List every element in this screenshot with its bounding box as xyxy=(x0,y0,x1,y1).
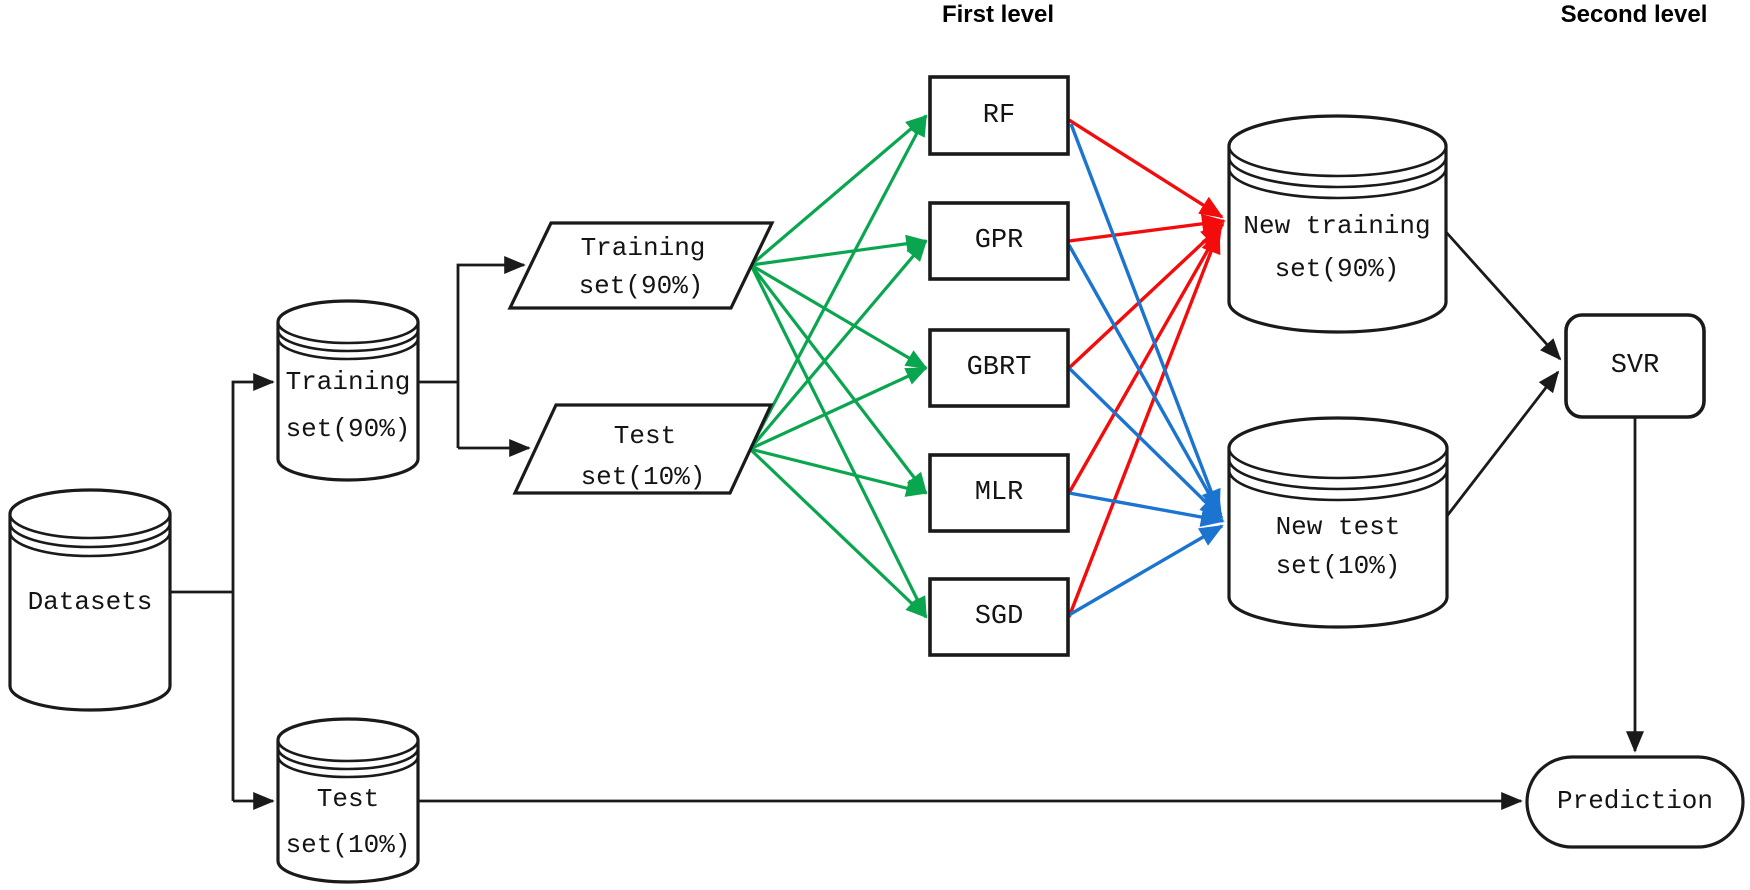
arrow-sgd-to-new-test xyxy=(1068,524,1224,617)
node-training-parallelogram: Training set(90%) xyxy=(507,221,775,310)
blue-arrows-to-new-test xyxy=(1067,123,1225,617)
training-cylinder-label-line2: set(90%) xyxy=(286,414,411,444)
arrow-testsplit-to-sgd xyxy=(748,447,928,619)
prediction-pill xyxy=(1525,755,1745,849)
green-arrows-test-split xyxy=(748,114,928,619)
mlr-label: MLR xyxy=(975,478,1024,508)
mlr-box xyxy=(928,453,1070,533)
test-parallelogram-label-line2: set(10%) xyxy=(581,462,706,492)
arrow-trainsplit-to-gbrt xyxy=(750,263,928,370)
new-test-label-line2: set(10%) xyxy=(1276,551,1401,581)
gbrt-label: GBRT xyxy=(967,353,1032,383)
rf-box xyxy=(928,75,1070,156)
node-model-sgd: SGD xyxy=(928,577,1070,657)
node-model-mlr: MLR xyxy=(928,453,1070,533)
node-model-rf: RF xyxy=(928,75,1070,156)
training-parallelogram-shape xyxy=(507,221,775,310)
arrow-to-training-parallelogram xyxy=(456,256,526,448)
node-svr: SVR xyxy=(1564,313,1706,419)
training-parallelogram-label-line1: Training xyxy=(581,233,706,263)
datasets-label: Datasets xyxy=(28,587,153,617)
red-arrows-to-new-training xyxy=(1067,118,1226,618)
gpr-label: GPR xyxy=(975,226,1024,256)
node-test-cylinder: Test set(10%) xyxy=(276,717,420,884)
new-training-cylinder-top xyxy=(1227,114,1448,178)
new-test-label-line1: New test xyxy=(1276,512,1401,542)
node-new-test-cylinder: New test set(10%) xyxy=(1227,416,1449,629)
training-cylinder-top xyxy=(276,299,420,345)
arrow-sgd-to-new-training xyxy=(1067,229,1221,618)
new-training-label-line1: New training xyxy=(1243,211,1430,241)
arrow-datasets-to-training-cylinder xyxy=(231,373,275,801)
arrow-new-test-to-svr xyxy=(1445,370,1560,517)
new-training-label-line2: set(90%) xyxy=(1275,254,1400,284)
arrow-testsplit-to-mlr xyxy=(749,447,928,497)
black-connectors xyxy=(170,231,1644,810)
prediction-label: Prediction xyxy=(1557,786,1713,816)
new-test-cylinder-top xyxy=(1227,416,1449,480)
arrow-gpr-to-new-training xyxy=(1068,213,1226,243)
training-parallelogram-label-line2: set(90%) xyxy=(579,271,704,301)
rf-label: RF xyxy=(983,101,1015,131)
node-model-gbrt: GBRT xyxy=(928,328,1070,408)
first-level-header: First level xyxy=(942,1,1054,28)
arrow-rf-to-new-test xyxy=(1069,123,1221,514)
green-arrows-training-split xyxy=(749,114,928,619)
node-training-cylinder: Training set(90%) xyxy=(276,299,420,482)
sgd-box xyxy=(928,577,1070,657)
arrow-mlr-to-new-training xyxy=(1067,225,1223,494)
node-test-parallelogram: Test set(10%) xyxy=(512,403,774,495)
arrow-rf-to-new-training xyxy=(1068,118,1224,219)
sgd-label: SGD xyxy=(975,602,1024,632)
test-cylinder-top xyxy=(276,717,420,763)
arrow-trainsplit-to-rf xyxy=(749,114,928,267)
arrow-testsplit-to-gpr xyxy=(748,239,928,451)
svr-box xyxy=(1564,313,1706,419)
training-cylinder-label-line1: Training xyxy=(286,367,411,397)
datasets-cylinder-top xyxy=(8,488,172,540)
test-parallelogram-shape xyxy=(512,403,774,495)
node-prediction: Prediction xyxy=(1525,755,1745,849)
arrow-gbrt-to-new-test xyxy=(1067,366,1224,520)
arrow-mlr-to-new-test xyxy=(1068,491,1225,527)
arrow-new-training-to-svr xyxy=(1444,231,1562,361)
gbrt-box xyxy=(928,328,1070,408)
arrow-trainsplit-to-mlr xyxy=(749,264,928,495)
test-cylinder-label-line2: set(10%) xyxy=(286,830,411,860)
node-model-gpr: GPR xyxy=(928,201,1070,281)
test-parallelogram-label-line1: Test xyxy=(614,421,676,451)
second-level-header: Second level xyxy=(1561,1,1708,28)
node-datasets: Datasets xyxy=(8,488,172,712)
arrow-trainsplit-to-gpr xyxy=(750,234,928,267)
svr-label: SVR xyxy=(1611,351,1660,381)
arrow-gpr-to-new-test xyxy=(1067,244,1223,517)
arrow-testsplit-to-gbrt xyxy=(749,366,928,451)
arrow-trainsplit-to-sgd xyxy=(749,264,928,619)
test-cylinder-label-line1: Test xyxy=(317,784,379,814)
arrow-testsplit-to-rf xyxy=(748,114,928,450)
node-new-training-cylinder: New training set(90%) xyxy=(1227,114,1448,334)
arrow-gbrt-to-new-training xyxy=(1067,222,1225,370)
gpr-box xyxy=(928,201,1070,281)
